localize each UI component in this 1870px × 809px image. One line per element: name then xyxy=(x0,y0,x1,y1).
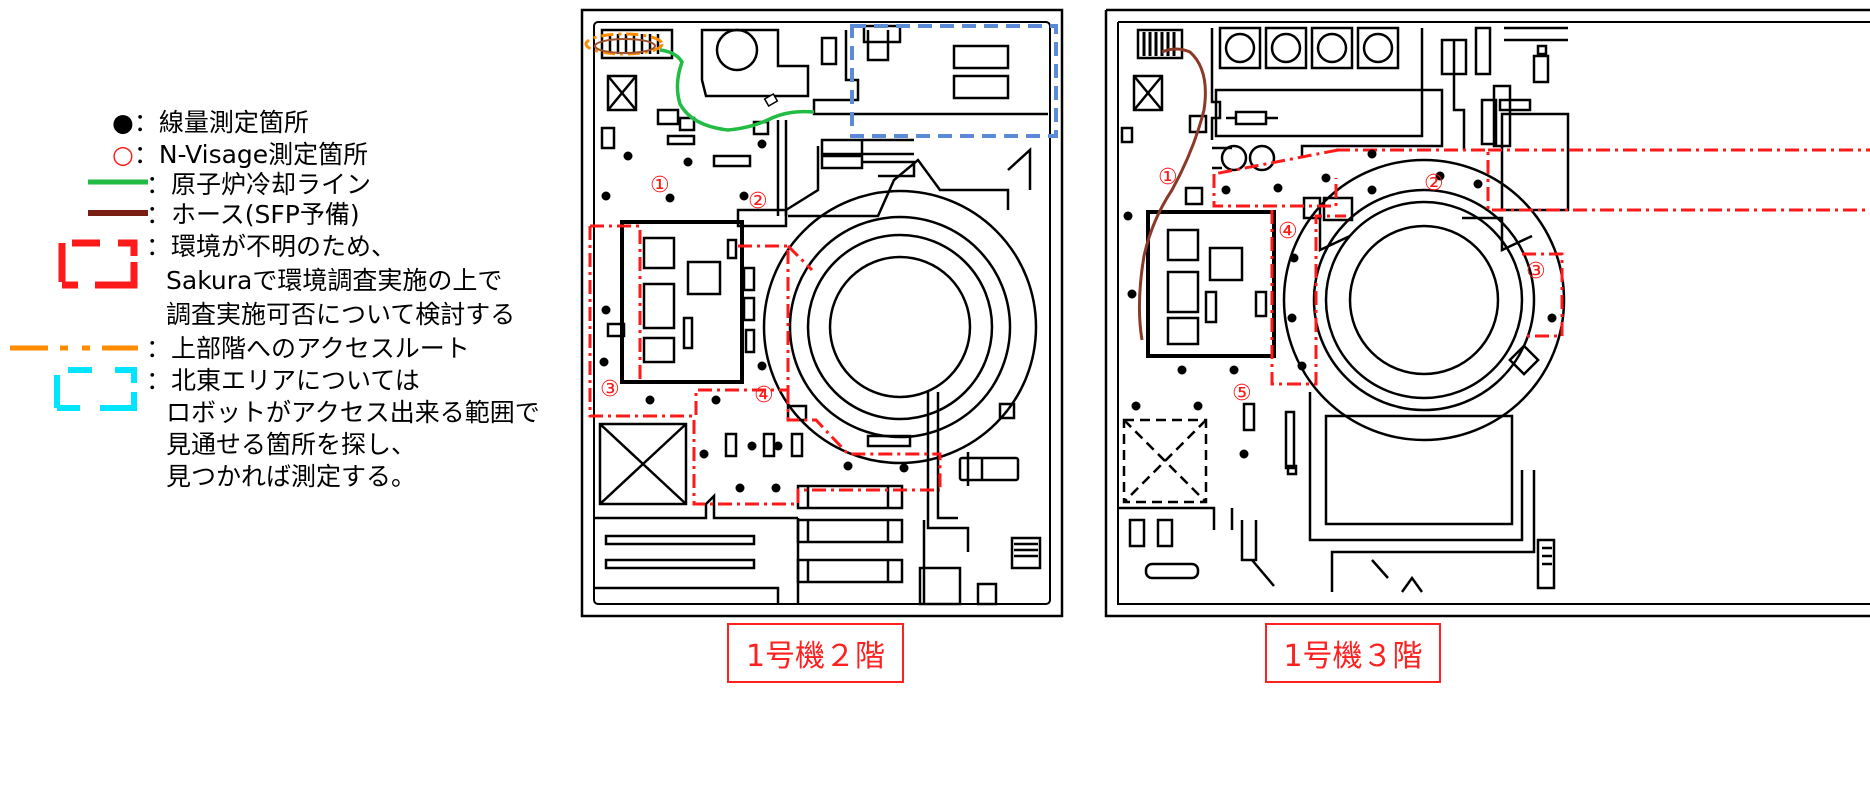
floor3-equipment-box xyxy=(1146,210,1276,358)
floor3-plan: ① ② ③ ④ ⑤ xyxy=(1104,8,1870,618)
floor3-reactor-inner xyxy=(1324,200,1524,400)
floor2-reactor-outer-ring xyxy=(762,189,1038,465)
floor2-caption: 1号機２階 xyxy=(727,623,904,683)
floor2-zone-3 xyxy=(588,224,790,418)
floor2-lower-x-box xyxy=(598,422,688,506)
legend-nvisage-text: ：N-Visage測定箇所 xyxy=(133,140,369,169)
legend-dose-point: ●：線量測定箇所 xyxy=(112,108,309,137)
floor2-marker-4: ④ xyxy=(754,383,774,408)
floor2-cooling-line xyxy=(659,48,815,132)
floor3-marker-1: ① xyxy=(1158,165,1178,190)
floor3-stair-top xyxy=(1136,28,1184,60)
floor3-caption: 1号機３階 xyxy=(1265,623,1441,683)
floor3-zone-2 xyxy=(1212,148,1870,212)
floor3-reactor-outer-ring xyxy=(1282,158,1566,442)
floor3-marker-3: ③ xyxy=(1526,259,1546,284)
floor2-outer-wall xyxy=(580,8,1064,618)
legend-unknown-env-2: Sakuraで環境調査実施の上で xyxy=(166,266,503,295)
nvisage-circle-icon: ○ xyxy=(112,140,134,169)
floor2-equipment-box xyxy=(620,220,744,384)
floor3-dose-points xyxy=(1123,149,1557,459)
floor2-top-circle xyxy=(715,28,759,72)
floor2-stair-top xyxy=(600,28,674,60)
floor3-hose xyxy=(1137,47,1207,341)
legend-unknown-env-3: 調査実施可否について検討する xyxy=(166,300,516,329)
legend-symbols xyxy=(10,179,148,411)
legend-northeast-3: 見通せる箇所を探し、 xyxy=(166,430,417,459)
floor3-zone-3 xyxy=(1522,252,1564,338)
floor2-x-box xyxy=(606,74,638,112)
legend-cooling-line: ：原子炉冷却ライン xyxy=(146,170,372,199)
legend-northeast-1: ：北東エリアについては xyxy=(146,366,420,395)
floor2-access-route xyxy=(584,32,664,56)
floor2-reactor-inner xyxy=(806,233,994,421)
floor2-filter-trains xyxy=(796,484,904,584)
legend-northeast-2: ロボットがアクセス出来る範囲で xyxy=(166,398,540,427)
floor2-marker-2: ② xyxy=(748,189,768,214)
legend-nvisage-point: ○：N-Visage測定箇所 xyxy=(112,140,368,170)
floor3-marker-2: ② xyxy=(1424,171,1444,196)
floor2-plan: ① ② ③ ④ xyxy=(580,8,1064,618)
legend-northeast-4: 見つかれば測定する。 xyxy=(166,462,417,491)
floor2-inner-wall xyxy=(593,21,1051,605)
floor2-top-center-block xyxy=(700,28,810,98)
floor2-northeast-area xyxy=(850,24,1058,138)
unknown-env-swatch xyxy=(58,239,138,289)
floor3-marker-4: ④ xyxy=(1278,219,1298,244)
floor2-zone-4 xyxy=(692,244,942,506)
northeast-swatch xyxy=(54,367,137,411)
floor2-marker-1: ① xyxy=(650,173,670,198)
floor3-zone-4 xyxy=(1270,210,1346,386)
floor2-dose-points xyxy=(599,139,909,493)
legend-access-route: ：上部階へのアクセスルート xyxy=(146,334,470,363)
floor3-marker-5: ⑤ xyxy=(1232,381,1252,406)
legend-unknown-env-1: ：環境が不明のため、 xyxy=(146,232,397,261)
floor3-outer-wall xyxy=(1104,8,1870,618)
legend-hose: ：ホース(SFP予備) xyxy=(146,200,360,229)
legend: ●：線量測定箇所 ○：N-Visage測定箇所 ：原子炉冷却ライン ：ホース(S… xyxy=(0,0,580,520)
floor2-marker-3: ③ xyxy=(600,377,620,402)
